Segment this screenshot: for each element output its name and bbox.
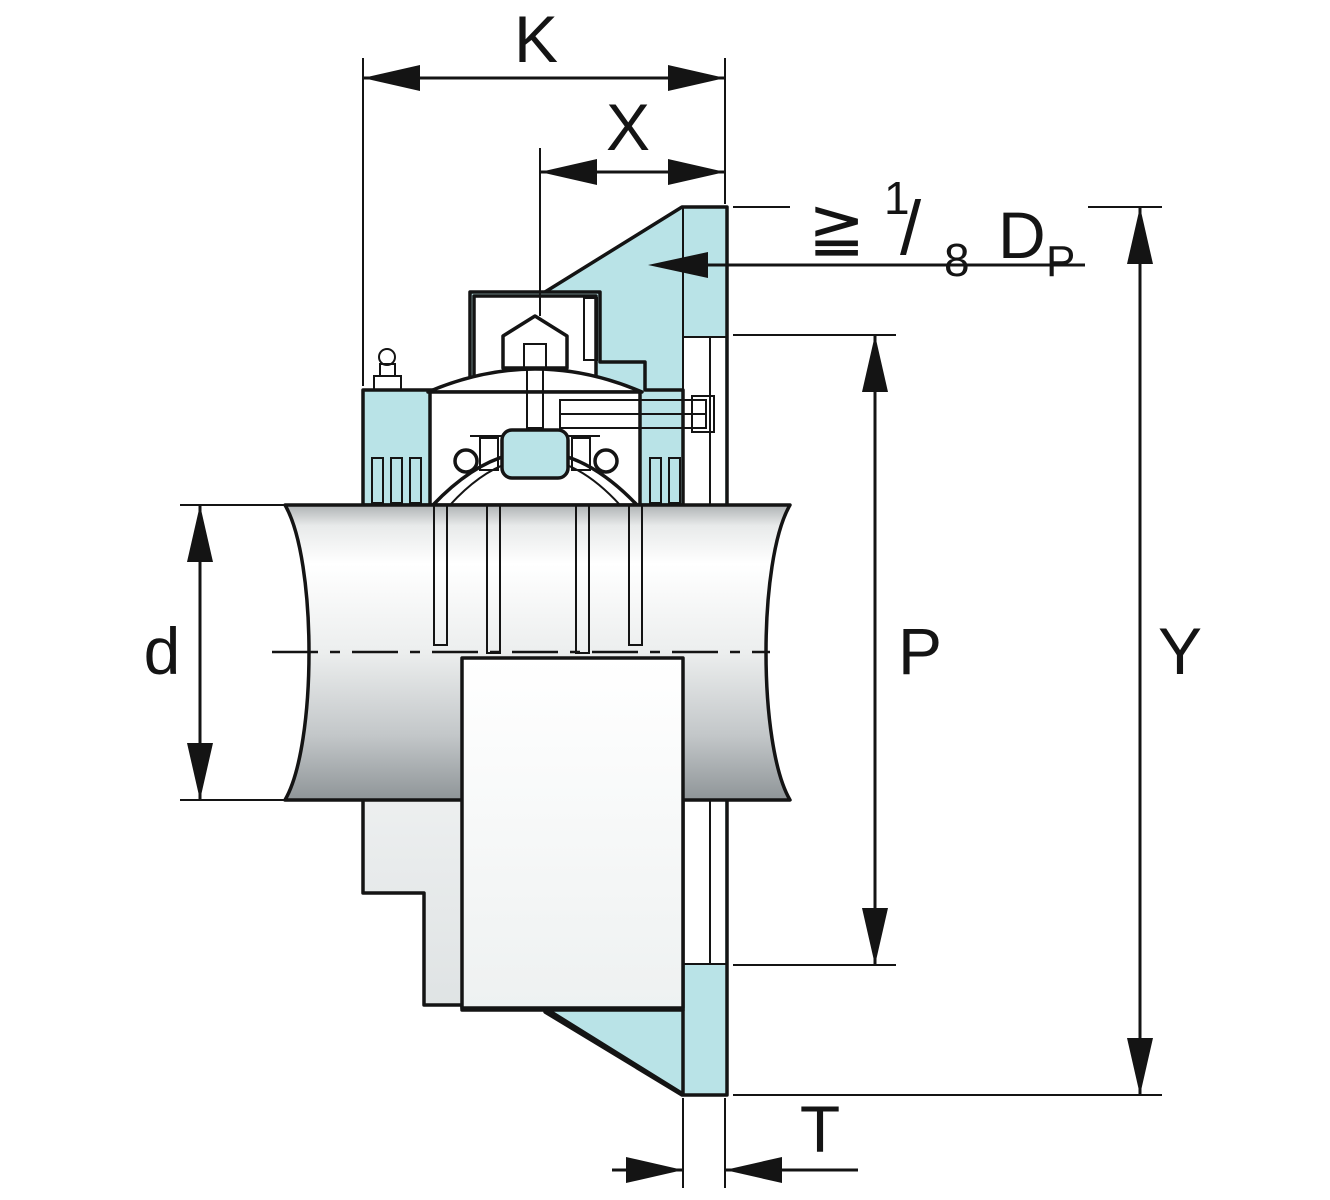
p-arrow-bottom-icon [862,908,888,965]
locking-collar-end [691,395,715,433]
grease-fitting-icon [373,348,402,391]
dowel-pin [583,297,598,361]
note-slash: / [900,186,922,271]
p-arrow-top-icon [862,335,888,392]
set-screw-house [501,314,569,370]
x-label: X [606,90,650,164]
dimension-d: d [144,504,358,801]
sleeve-edge-4 [628,504,643,646]
k-arrow-left-icon [363,65,420,91]
dimension-k: K [362,2,726,386]
y-label: Y [1158,614,1202,688]
note-arrow-icon [648,252,708,278]
d-label: d [144,614,181,688]
note-subscript: P [1046,237,1075,286]
dimension-p: P [733,334,942,966]
x-arrow-right-icon [668,159,725,185]
dimension-x: X [539,90,725,316]
t-arrow-left-icon [626,1157,683,1183]
note-symbol: ≧ [808,188,865,267]
housing-front-block [460,656,685,1010]
set-screw-stem [526,367,544,429]
y-arrow-top-icon [1127,207,1153,264]
dimensions: K X ≧ 1 / 8 D P Y [144,2,1202,1188]
sleeve-edge-1 [433,504,448,646]
note-denominator: 8 [944,234,970,286]
p-label: P [898,614,942,688]
y-arrow-bottom-icon [1127,1038,1153,1095]
labyrinth-seal-right [649,457,681,504]
roller [500,428,570,480]
t-label: T [800,1092,840,1166]
dimension-y: Y [733,206,1202,1096]
k-arrow-right-icon [668,65,725,91]
seal-ring-right [593,448,619,474]
cage-left [479,437,499,471]
cage-right [571,437,591,471]
bearing [431,297,715,507]
x-arrow-left-icon [540,159,597,185]
d-arrow-bottom-icon [187,743,213,800]
dimension-t: T [612,1092,858,1188]
t-arrow-right-icon [725,1157,782,1183]
seal-ring-left [453,448,479,474]
housing-front [460,656,685,1096]
note-letter: D [998,198,1046,272]
flange-thickness-note: ≧ 1 / 8 D P [648,172,1085,286]
d-arrow-top-icon [187,505,213,562]
sleeve-edge-3 [575,504,590,654]
labyrinth-seal-left [371,457,422,504]
flange-bottom-wedge [546,1008,685,1096]
note-numerator: 1 [884,172,910,224]
k-label: K [514,2,558,76]
